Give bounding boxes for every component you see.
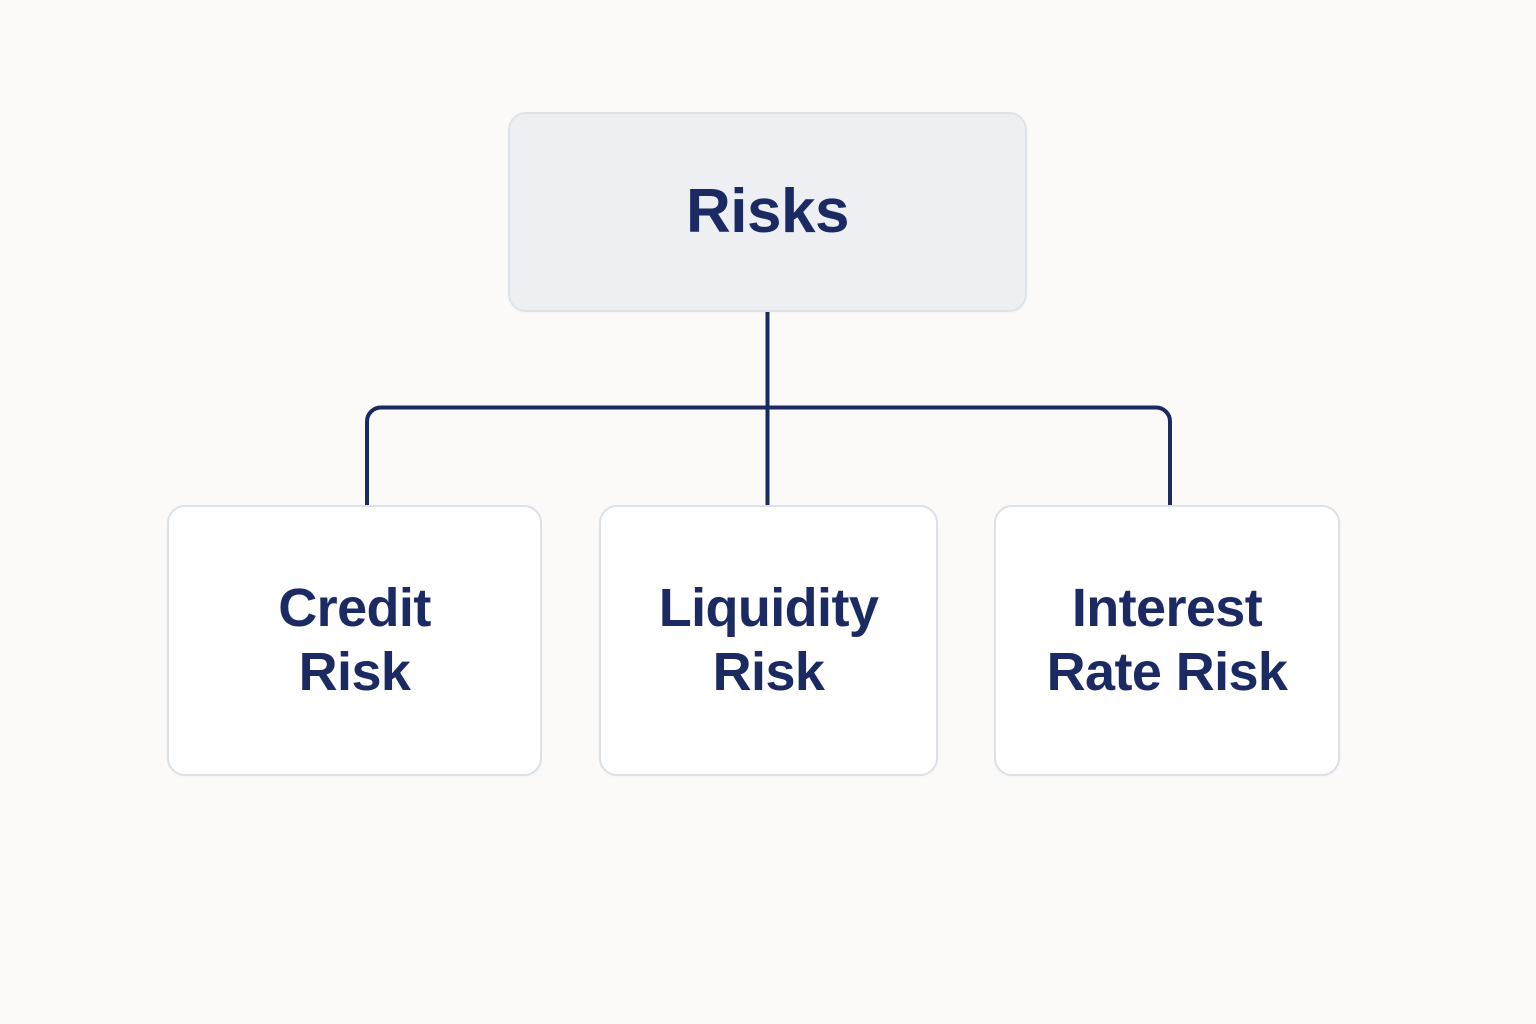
node-risks-label: Risks xyxy=(686,177,849,247)
connector-branch-right xyxy=(767,405,1172,506)
node-credit-risk[interactable]: Credit Risk xyxy=(167,505,542,776)
node-liquidity-risk[interactable]: Liquidity Risk xyxy=(599,505,938,776)
node-interest-rate-risk-label: Interest Rate Risk xyxy=(1046,577,1288,702)
node-credit-risk-label: Credit Risk xyxy=(278,577,431,702)
node-risks[interactable]: Risks xyxy=(508,112,1027,312)
connector-branch-left xyxy=(365,405,768,506)
node-liquidity-risk-label: Liquidity Risk xyxy=(658,577,879,702)
node-interest-rate-risk[interactable]: Interest Rate Risk xyxy=(994,505,1340,776)
